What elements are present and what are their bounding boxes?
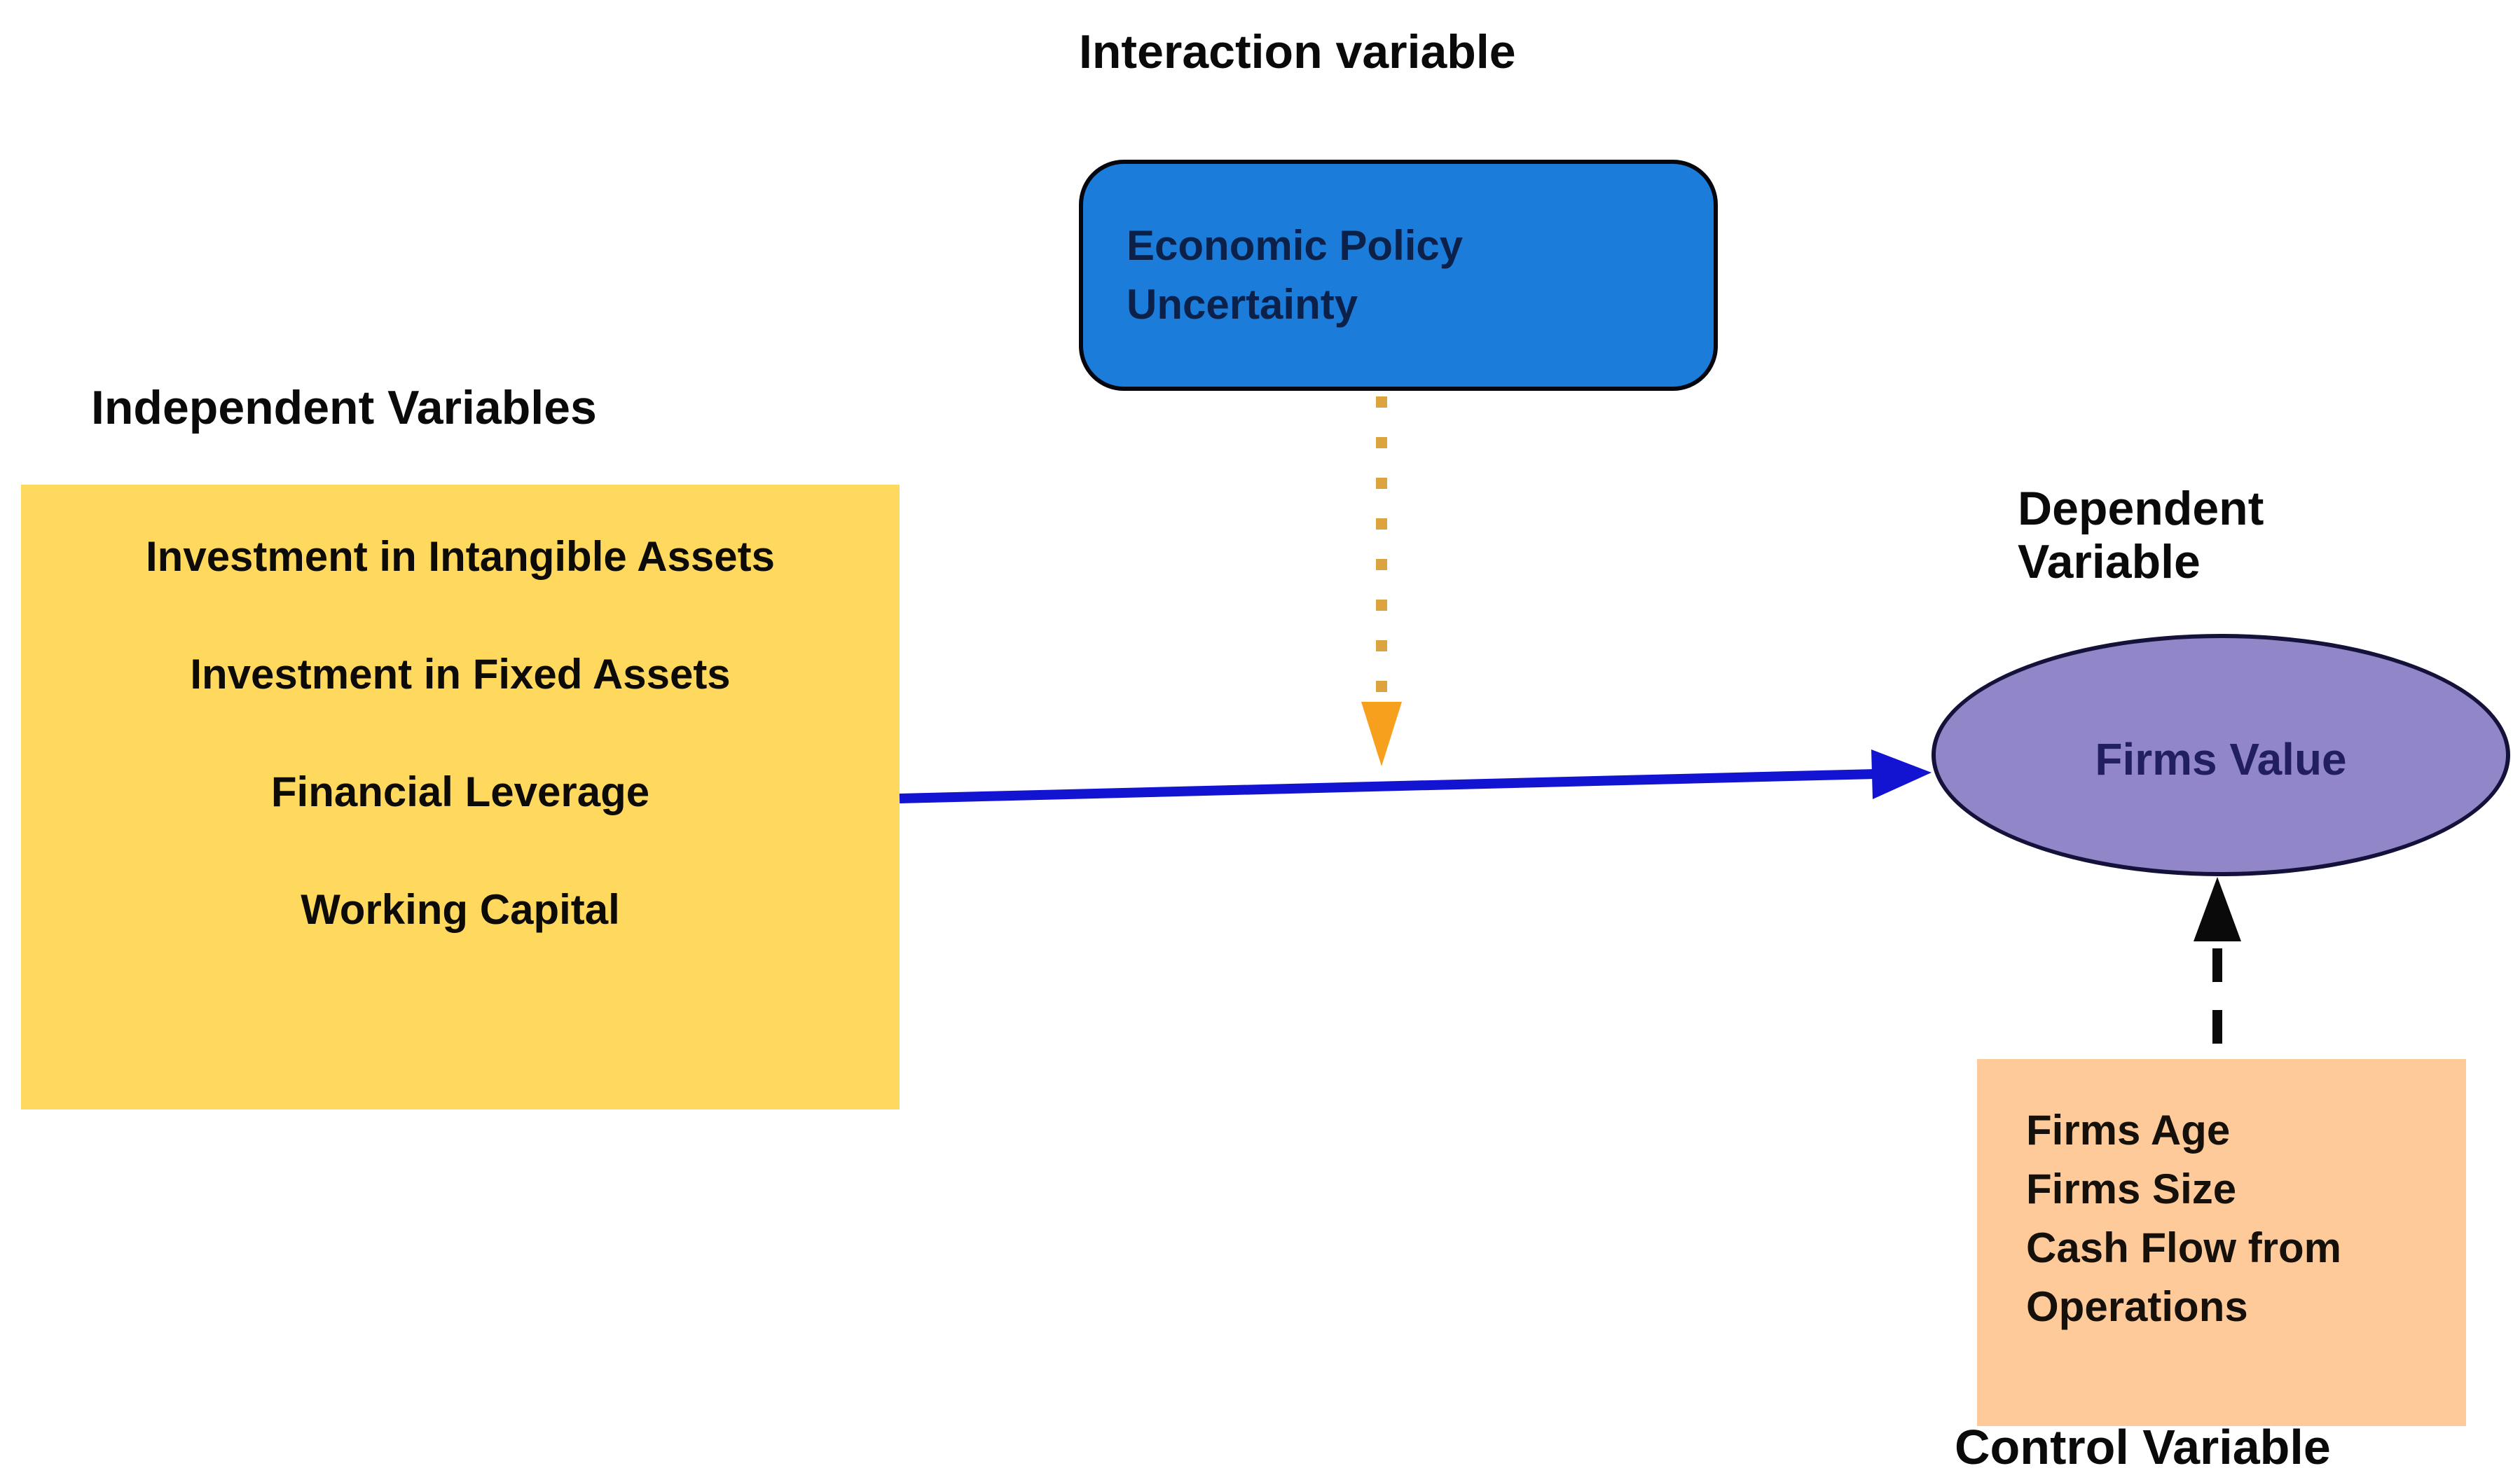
- main-effect-arrowhead-icon: [1871, 749, 1932, 799]
- control-variable-item: Firms Size: [2026, 1166, 2237, 1212]
- independent-variable-item: Investment in Intangible Assets: [146, 532, 775, 580]
- control-variable-label: Control Variable: [1955, 1420, 2331, 1474]
- control-variable-item: Cash Flow from Operations: [2026, 1224, 2342, 1330]
- independent-variable-item: Investment in Fixed Assets: [190, 650, 731, 698]
- independent-variables-label: Independent Variables: [91, 381, 597, 434]
- main-effect-arrow: [899, 749, 1932, 803]
- moderation-arrow: [1361, 396, 1402, 766]
- control-variables-box: Firms Age Firms Size Cash Flow from Oper…: [1977, 1059, 2466, 1426]
- independent-variable-item: Working Capital: [301, 885, 620, 933]
- dependent-variable-ellipse-text: Firms Value: [2095, 734, 2347, 784]
- control-arrowhead-icon: [2194, 877, 2241, 941]
- dependent-variable-label: Dependent Variable: [2018, 482, 2264, 588]
- independent-variable-item: Financial Leverage: [270, 768, 650, 815]
- interaction-variable-label: Interaction variable: [1079, 25, 1516, 78]
- control-arrow: [2194, 877, 2241, 1059]
- main-effect-arrow-shaft: [899, 769, 1875, 803]
- interaction-variable-box: Economic Policy Uncertainty: [1079, 160, 1718, 391]
- dependent-variable-ellipse: Firms Value: [1932, 634, 2510, 876]
- independent-variables-box: Investment in Intangible Assets Investme…: [21, 485, 900, 1109]
- control-variable-item: Firms Age: [2026, 1107, 2231, 1154]
- moderation-arrowhead-icon: [1361, 702, 1402, 766]
- interaction-variable-box-text: Economic Policy Uncertainty: [1127, 222, 1464, 328]
